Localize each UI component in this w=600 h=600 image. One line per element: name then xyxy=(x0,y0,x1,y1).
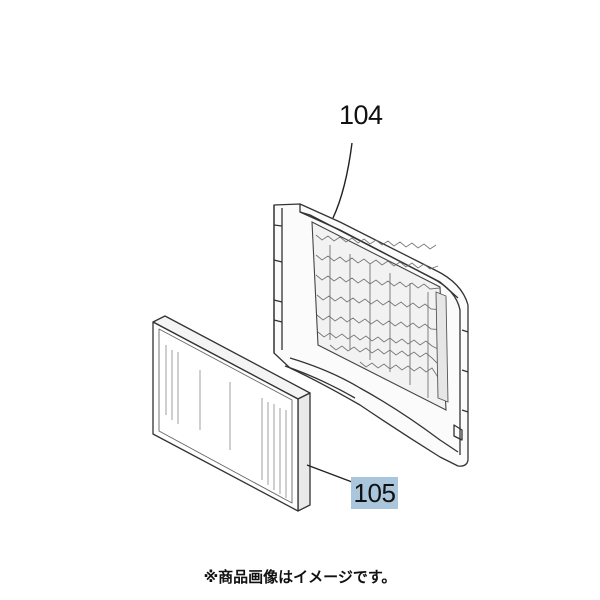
part-number-104: 104 xyxy=(339,100,383,130)
part-105-filter xyxy=(152,315,311,512)
image-disclaimer-caption: ※商品画像はイメージです。 xyxy=(203,568,397,586)
leader-line-104 xyxy=(332,142,353,219)
part-104-mesh xyxy=(311,221,449,411)
part-number-105-highlighted: 105 xyxy=(351,477,398,509)
leader-line-105 xyxy=(306,464,353,483)
